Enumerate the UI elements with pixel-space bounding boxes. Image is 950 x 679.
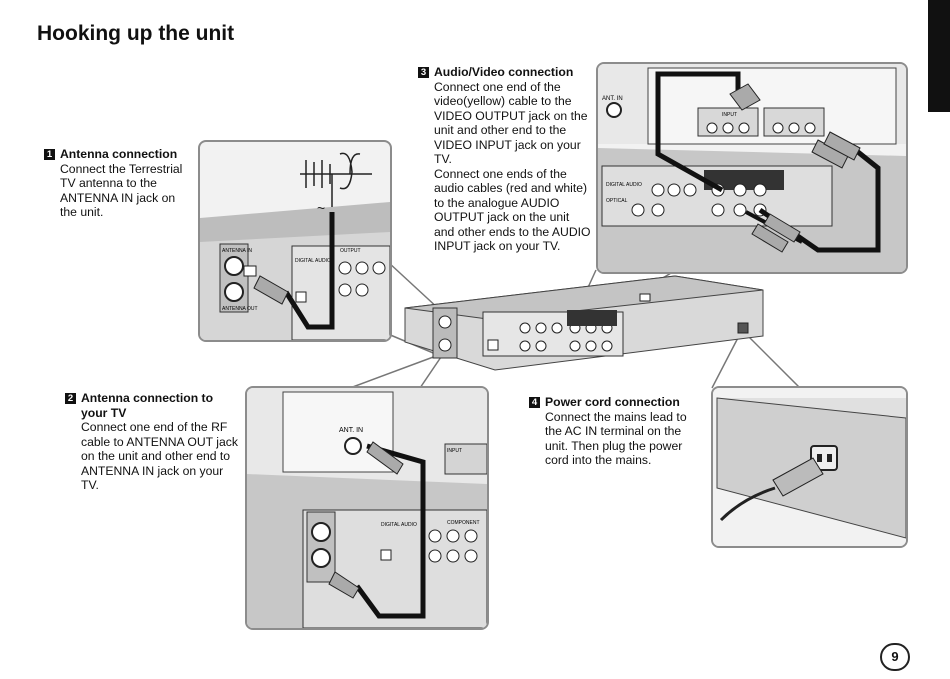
section-heading: Antenna connection [60,147,178,161]
input-label: INPUT [447,448,462,454]
digital-audio-label-3: DIGITAL AUDIO [606,182,642,188]
step-number: 3 [418,67,429,78]
section-text: Connect one end of the video(yellow) cab… [434,79,591,254]
section-heading: Antenna connection to your TV [81,391,214,420]
section-text: Connect the Terrestrial TV antenna to th… [60,161,183,220]
optical-label: OPTICAL [606,198,628,204]
output-label: OUTPUT [340,248,361,254]
page-number: 9 [880,643,910,671]
antenna-out-label: ANTENNA OUT [222,306,258,312]
section-text: Connect one end of the RF cable to ANTEN… [81,420,238,492]
section-antenna-connection: 1 Antenna connection Connect the Terrestr… [44,147,194,220]
recorder-unit-illustration [404,275,764,371]
page-title: Hooking up the unit [37,22,235,45]
component-label: COMPONENT [447,520,480,526]
section-heading: Audio/Video connection [434,65,574,79]
step-number: 2 [65,393,76,404]
step-number: 1 [44,149,55,160]
antenna-to-tv-panel: ANT. IN INPUT DIGITAL AUDIO COMPONENT [245,386,489,630]
digital-audio-label: DIGITAL AUDIO [295,258,331,264]
audio-video-panel: ANT. IN INPUT DIGITAL AUDIO OPTICAL [596,62,908,274]
digital-audio-label-2: DIGITAL AUDIO [381,522,417,528]
antenna-in-label: ANTENNA IN [222,248,252,254]
antenna-connection-panel: ANTENNA IN ANTENNA OUT DIGITAL AUDIO OUT… [198,140,392,342]
chapter-tab [928,0,950,112]
input-label-2: INPUT [722,112,737,118]
svg-text:~: ~ [317,200,325,216]
step-number: 4 [529,397,540,408]
ant-in-label-2: ANT. IN [602,96,623,102]
section-heading: Power cord connection [545,395,680,409]
section-audio-video: 3 Audio/Video connection Connect one end … [418,65,598,254]
ant-in-label: ANT. IN [339,427,363,434]
section-power-cord: 4 Power cord connection Connect the mains… [529,395,699,468]
section-antenna-to-tv: 2 Antenna connection to your TV Connect o… [65,391,245,493]
section-text: Connect the mains lead to the AC IN term… [545,409,687,468]
power-cord-panel [711,386,908,548]
